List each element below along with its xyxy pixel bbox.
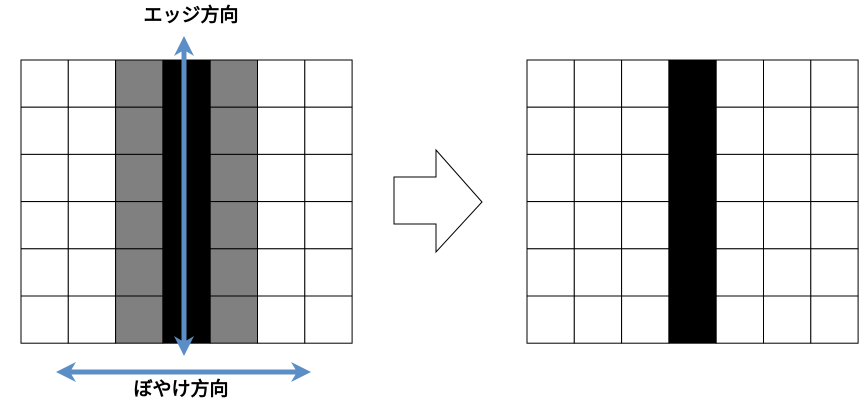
after-cell-r5-c4 (668, 248, 717, 297)
before-cell-r1-c4 (162, 59, 211, 108)
after-cell-r6-c1 (526, 295, 575, 344)
before-cell-r6-c7 (304, 295, 353, 344)
before-cell-r4-c2 (67, 201, 117, 250)
after-cell-r5-c3 (621, 248, 670, 297)
before-cell-r5-c7 (304, 248, 353, 297)
edge-direction-label: エッジ方向 (143, 4, 239, 26)
after-cell-r1-c7 (810, 59, 859, 108)
before-cell-r2-c3 (115, 106, 164, 155)
before-cell-r5-c4 (162, 248, 211, 297)
before-cell-r3-c4 (162, 153, 211, 203)
after-cell-r2-c2 (573, 106, 623, 155)
before-cell-r6-c2 (67, 295, 117, 344)
after-cell-r6-c7 (810, 295, 859, 344)
after-cell-r3-c3 (621, 153, 670, 203)
after-cell-r5-c1 (526, 248, 575, 297)
after-cell-r4-c4 (668, 201, 717, 250)
before-cell-r5-c3 (115, 248, 164, 297)
after-cell-r3-c5 (715, 153, 765, 203)
blur-direction-label: ぼやけ方向 (133, 378, 229, 400)
after-cell-r1-c2 (573, 59, 623, 108)
grid-after-sharpened (526, 59, 859, 344)
before-cell-r1-c7 (304, 59, 353, 108)
before-cell-r3-c7 (304, 153, 353, 203)
before-cell-r3-c6 (257, 153, 306, 203)
before-cell-r3-c5 (209, 153, 258, 203)
before-cell-r5-c6 (257, 248, 306, 297)
after-cell-r3-c6 (763, 153, 812, 203)
before-cell-r3-c3 (115, 153, 164, 203)
before-cell-r5-c5 (209, 248, 258, 297)
before-cell-r1-c5 (209, 59, 258, 108)
after-cell-r2-c4 (668, 106, 717, 155)
after-cell-r2-c3 (621, 106, 670, 155)
after-cell-r1-c5 (715, 59, 765, 108)
after-cell-r6-c2 (573, 295, 623, 344)
before-cell-r4-c5 (209, 201, 258, 250)
before-cell-r6-c1 (20, 295, 69, 344)
after-cell-r1-c3 (621, 59, 670, 108)
before-cell-r6-c3 (115, 295, 164, 344)
before-cell-r1-c2 (67, 59, 117, 108)
before-cell-r3-c1 (20, 153, 69, 203)
after-cell-r6-c6 (763, 295, 812, 344)
after-cell-r4-c2 (573, 201, 623, 250)
after-cell-r5-c6 (763, 248, 812, 297)
right-arrow-outline-icon (393, 148, 483, 254)
after-cell-r4-c5 (715, 201, 765, 250)
after-cell-r6-c3 (621, 295, 670, 344)
before-cell-r6-c4 (162, 295, 211, 344)
after-cell-r2-c7 (810, 106, 859, 155)
before-cell-r1-c3 (115, 59, 164, 108)
after-cell-r3-c7 (810, 153, 859, 203)
after-cell-r1-c6 (763, 59, 812, 108)
before-cell-r4-c7 (304, 201, 353, 250)
grid-before-blurred (20, 59, 353, 344)
after-cell-r4-c3 (621, 201, 670, 250)
before-cell-r5-c2 (67, 248, 117, 297)
before-cell-r2-c1 (20, 106, 69, 155)
after-cell-r6-c4 (668, 295, 717, 344)
after-cell-r5-c7 (810, 248, 859, 297)
after-cell-r5-c5 (715, 248, 765, 297)
before-cell-r1-c1 (20, 59, 69, 108)
after-cell-r4-c1 (526, 201, 575, 250)
after-cell-r2-c6 (763, 106, 812, 155)
before-cell-r5-c1 (20, 248, 69, 297)
before-cell-r2-c2 (67, 106, 117, 155)
after-cell-r4-c7 (810, 201, 859, 250)
after-cell-r3-c4 (668, 153, 717, 203)
before-cell-r3-c2 (67, 153, 117, 203)
before-cell-r4-c6 (257, 201, 306, 250)
after-cell-r3-c2 (573, 153, 623, 203)
after-cell-r4-c6 (763, 201, 812, 250)
after-cell-r5-c2 (573, 248, 623, 297)
before-cell-r1-c6 (257, 59, 306, 108)
after-cell-r2-c1 (526, 106, 575, 155)
before-cell-r6-c6 (257, 295, 306, 344)
after-cell-r1-c1 (526, 59, 575, 108)
before-cell-r2-c6 (257, 106, 306, 155)
before-cell-r2-c7 (304, 106, 353, 155)
before-cell-r4-c1 (20, 201, 69, 250)
before-cell-r2-c4 (162, 106, 211, 155)
before-cell-r4-c3 (115, 201, 164, 250)
before-cell-r4-c4 (162, 201, 211, 250)
after-cell-r3-c1 (526, 153, 575, 203)
before-cell-r6-c5 (209, 295, 258, 344)
before-cell-r2-c5 (209, 106, 258, 155)
after-cell-r2-c5 (715, 106, 765, 155)
after-cell-r1-c4 (668, 59, 717, 108)
after-cell-r6-c5 (715, 295, 765, 344)
